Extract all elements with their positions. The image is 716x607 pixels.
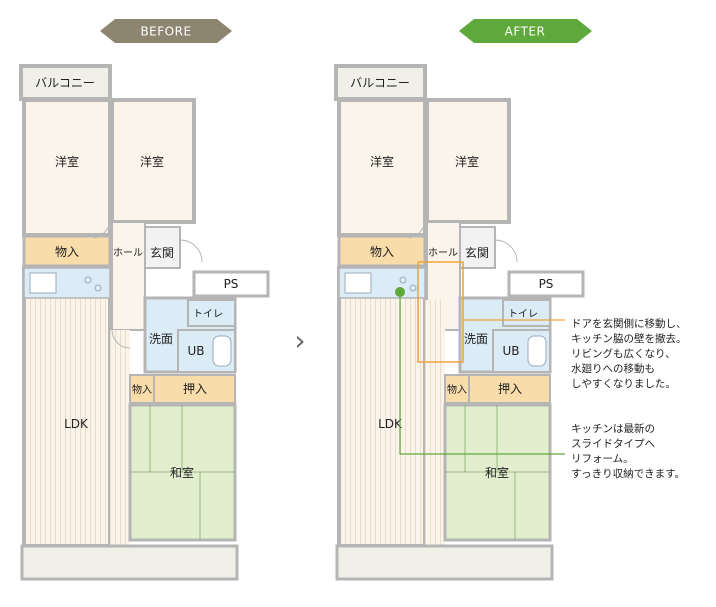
hall-label: ホール bbox=[428, 247, 458, 259]
closet bbox=[468, 374, 551, 404]
stove-icon bbox=[94, 284, 102, 292]
pipe-space bbox=[192, 270, 270, 298]
entrance-label: 玄関 bbox=[150, 245, 174, 260]
sink-icon bbox=[344, 272, 372, 294]
storage-1-label: 物入 bbox=[55, 245, 79, 259]
door-arc bbox=[179, 239, 203, 263]
hall-area bbox=[111, 221, 146, 331]
hall-label: ホール bbox=[113, 247, 143, 259]
after-banner-label: AFTER bbox=[505, 25, 546, 39]
door-note: ドアを玄関側に移動し、 キッチン脇の壁を撤去。 リビングも広くなり、 水廻りへの… bbox=[571, 317, 687, 390]
door-note-line: しやすくなりました。 bbox=[571, 378, 676, 390]
western-room-1-label: 洋室 bbox=[55, 154, 79, 169]
ldk-area bbox=[22, 266, 112, 548]
storage-2 bbox=[444, 374, 470, 404]
ldk-area bbox=[337, 266, 427, 548]
western-room-2-label: 洋室 bbox=[140, 154, 164, 169]
western-room-2-label: 洋室 bbox=[455, 154, 479, 169]
unit-bath-label: UB bbox=[187, 344, 204, 358]
ldk-extension bbox=[425, 300, 445, 546]
closet-label: 押入 bbox=[183, 382, 207, 396]
washroom-label: 洗面 bbox=[464, 332, 488, 346]
bathtub-icon bbox=[527, 335, 547, 367]
storage-1 bbox=[22, 234, 112, 268]
kitchen-callout-line bbox=[399, 292, 565, 455]
kitchen-note-line: リフォーム。 bbox=[571, 453, 634, 465]
entrance-label: 玄関 bbox=[465, 245, 489, 260]
toilet-room bbox=[502, 299, 551, 327]
ldk-label: LDK bbox=[64, 417, 89, 431]
pipe-space-label: PS bbox=[224, 277, 239, 291]
door-arc bbox=[494, 239, 518, 263]
ldk-extension bbox=[110, 330, 130, 546]
toilet-room bbox=[187, 299, 236, 327]
door-note-line: 水廻りへの移動も bbox=[571, 362, 655, 375]
after-floorplan: バルコニー 洋室 洋室 物入 ホール 玄関 PS LDK トイレ 洗面 UB 物… bbox=[334, 64, 585, 581]
closet-label: 押入 bbox=[498, 382, 522, 396]
storage-2-label: 物入 bbox=[132, 383, 152, 396]
balcony-label: バルコニー bbox=[350, 76, 410, 90]
before-banner-label: BEFORE bbox=[140, 25, 191, 39]
pipe-space-label: PS bbox=[539, 277, 554, 291]
entrance-area bbox=[144, 226, 181, 269]
door-arc bbox=[93, 221, 111, 239]
before-floorplan: バルコニー 洋室 洋室 物入 ホール 玄関 PS LDK トイレ 洗面 UB 物… bbox=[19, 64, 270, 581]
kitchen-note-line: すっきり収納できます。 bbox=[571, 467, 685, 480]
western-room-2 bbox=[110, 98, 196, 224]
balcony-label: バルコニー bbox=[35, 76, 95, 90]
transition-arrow: › bbox=[294, 324, 305, 357]
sink-icon bbox=[29, 272, 57, 294]
door-note-line: リビングも広くなり、 bbox=[571, 347, 676, 360]
after-banner: AFTER bbox=[459, 19, 592, 43]
door-highlight bbox=[417, 261, 464, 363]
washroom-label: 洗面 bbox=[149, 332, 173, 346]
bottom-balcony bbox=[335, 544, 554, 581]
pipe-space bbox=[507, 270, 585, 298]
door-note-line: ドアを玄関側に移動し、 bbox=[571, 317, 687, 330]
before-banner: BEFORE bbox=[100, 19, 232, 43]
japanese-room bbox=[443, 403, 552, 542]
kitchen-note-line: スライドタイプへ bbox=[571, 438, 655, 450]
toilet-label: トイレ bbox=[508, 309, 538, 320]
door-note-line: キッチン脇の壁を撤去。 bbox=[571, 332, 687, 345]
stove-icon bbox=[399, 276, 407, 284]
door-arc bbox=[111, 329, 131, 349]
ldk-label: LDK bbox=[378, 417, 403, 431]
toilet-label: トイレ bbox=[193, 309, 223, 320]
stove-icon bbox=[409, 284, 417, 292]
kitchen-note: キッチンは最新の スライドタイプへ リフォーム。 すっきり収納できます。 bbox=[571, 422, 685, 480]
western-room-1-label: 洋室 bbox=[370, 154, 394, 169]
unit-bath-label: UB bbox=[502, 344, 519, 358]
bottom-balcony bbox=[20, 544, 239, 581]
closet bbox=[153, 374, 236, 404]
stove-icon bbox=[84, 276, 92, 284]
entrance-area bbox=[459, 226, 496, 269]
balcony-area bbox=[19, 64, 112, 101]
japanese-room-label: 和室 bbox=[170, 465, 194, 480]
storage-2-label: 物入 bbox=[447, 383, 467, 396]
door-arc bbox=[408, 221, 426, 239]
kitchen-note-line: キッチンは最新の bbox=[571, 422, 655, 435]
storage-1-label: 物入 bbox=[370, 245, 394, 259]
storage-1 bbox=[337, 234, 427, 268]
japanese-room bbox=[128, 403, 237, 542]
japanese-room-label: 和室 bbox=[485, 465, 509, 480]
bathtub-icon bbox=[212, 335, 232, 367]
western-room-2 bbox=[425, 98, 511, 224]
